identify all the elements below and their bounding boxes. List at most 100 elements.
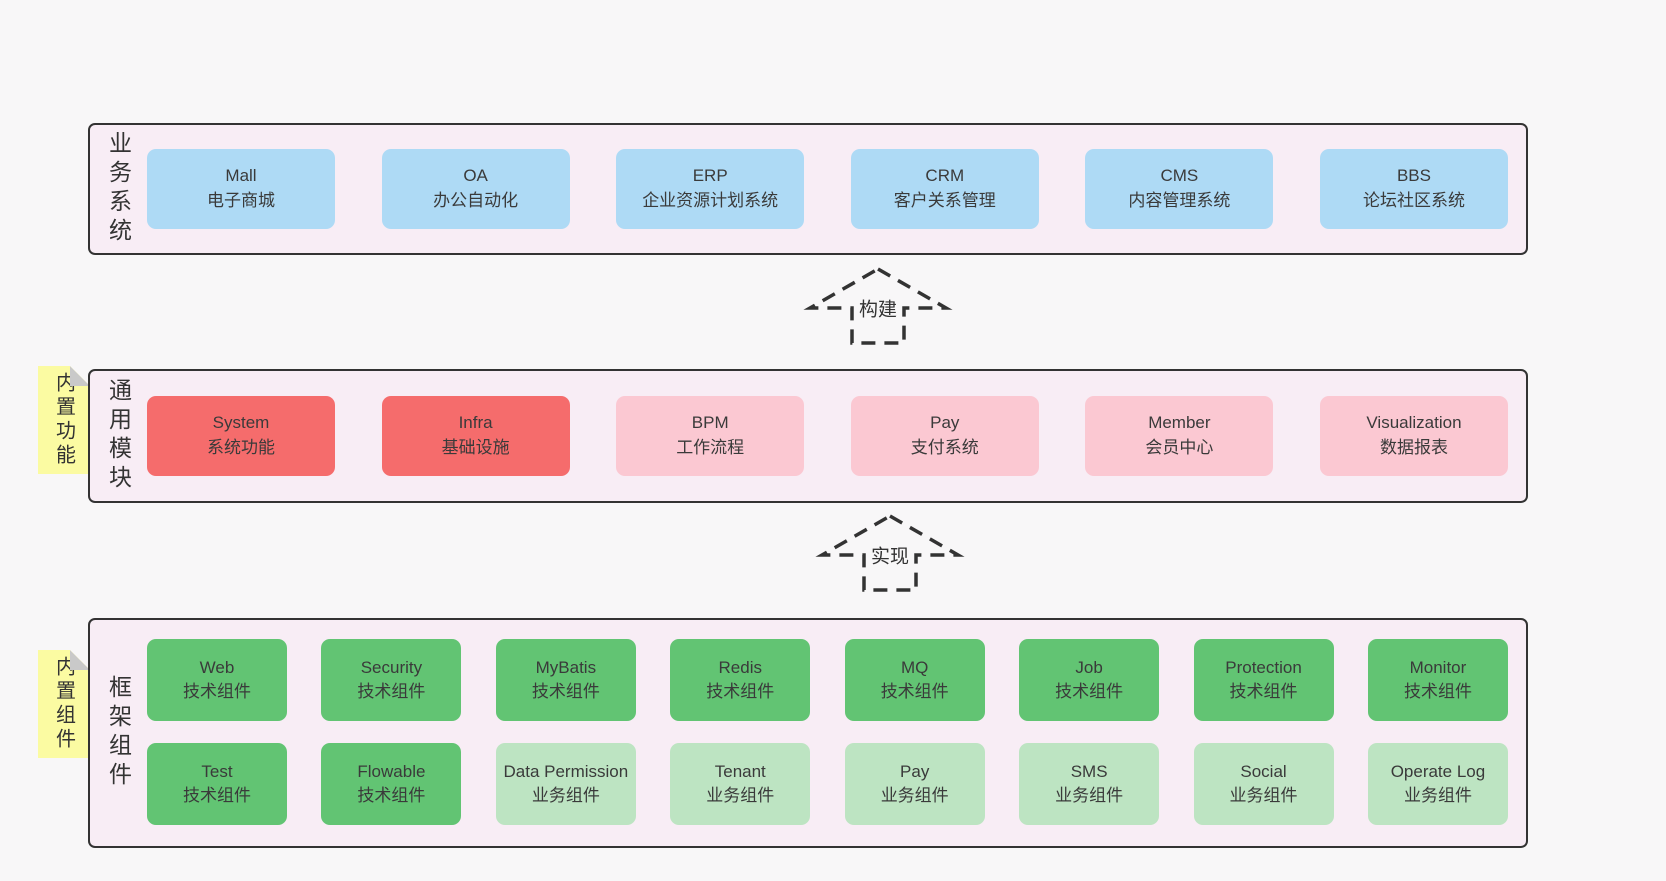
box-monitor: Monitor 技术组件 xyxy=(1367,639,1508,721)
box-web: Web 技术组件 xyxy=(147,639,287,721)
dashed-up-arrow-implement: 实现 xyxy=(815,513,965,593)
arrow-label-implement: 实现 xyxy=(865,539,915,571)
box-title: MQ xyxy=(900,658,929,678)
box-title: Social xyxy=(1240,762,1287,782)
box-subtitle: 技术组件 xyxy=(706,682,775,701)
box-oa: OA 办公自动化 xyxy=(381,149,570,229)
box-redis: Redis 技术组件 xyxy=(670,639,811,721)
up-arrow-icon xyxy=(803,266,953,345)
box-subtitle: 数据报表 xyxy=(1379,438,1448,457)
box-operate-log: Operate Log 业务组件 xyxy=(1367,743,1508,825)
folded-corner-icon xyxy=(70,366,90,386)
box-subtitle: 业务组件 xyxy=(706,786,775,805)
box-subtitle: 技术组件 xyxy=(1403,682,1472,701)
box-social: Social 业务组件 xyxy=(1193,743,1334,825)
box-subtitle: 基础设施 xyxy=(441,438,510,457)
box-subtitle: 技术组件 xyxy=(531,682,600,701)
box-title: System xyxy=(212,413,270,433)
box-title: Redis xyxy=(718,658,762,678)
box-title: Job xyxy=(1075,658,1103,678)
up-arrow-icon xyxy=(815,513,965,592)
box-flowable: Flowable 技术组件 xyxy=(321,743,462,825)
box-pay-module: Pay 支付系统 xyxy=(850,396,1039,476)
box-data-permission: Data Permission 业务组件 xyxy=(495,743,636,825)
box-subtitle: 电子商城 xyxy=(207,191,275,210)
dashed-up-arrow-build: 构建 xyxy=(803,266,953,346)
box-bpm: BPM 工作流程 xyxy=(616,396,805,476)
box-crm: CRM 客户关系管理 xyxy=(850,149,1039,229)
box-subtitle: 客户关系管理 xyxy=(893,191,996,210)
box-cms: CMS 内容管理系统 xyxy=(1085,149,1274,229)
box-title: ERP xyxy=(692,166,728,186)
box-title: Tenant xyxy=(714,762,766,782)
box-title: Monitor xyxy=(1409,658,1467,678)
arrow-label-build: 构建 xyxy=(853,292,903,324)
box-subtitle: 技术组件 xyxy=(183,682,251,701)
box-title: CMS xyxy=(1160,166,1199,186)
box-bbs: BBS 论坛社区系统 xyxy=(1319,149,1508,229)
box-test: Test 技术组件 xyxy=(147,743,287,825)
box-title: Pay xyxy=(900,762,930,782)
box-subtitle: 企业资源计划系统 xyxy=(642,191,779,210)
box-title: Data Permission xyxy=(503,762,629,782)
box-title: Mall xyxy=(225,166,257,186)
sticky-note-label: 内置组件 xyxy=(52,656,75,752)
box-job: Job 技术组件 xyxy=(1019,639,1160,721)
box-subtitle: 技术组件 xyxy=(1229,682,1298,701)
section-label-business-systems: 业务系统 xyxy=(105,131,132,247)
sticky-note-built-in-features: 内置功能 xyxy=(38,366,90,474)
framework-row-1: Web 技术组件 Security 技术组件 MyBatis 技术组件 Redi… xyxy=(147,639,1508,721)
box-title: Member xyxy=(1148,413,1211,433)
box-subtitle: 工作流程 xyxy=(676,438,745,457)
box-title: Security xyxy=(360,658,423,678)
box-subtitle: 业务组件 xyxy=(531,786,600,805)
box-subtitle: 技术组件 xyxy=(1055,682,1124,701)
box-protection: Protection 技术组件 xyxy=(1193,639,1334,721)
section-common-modules: 通用模块 System 系统功能 Infra 基础设施 BPM 工作流程 Pay… xyxy=(88,369,1528,503)
box-title: BBS xyxy=(1396,166,1431,186)
box-system: System 系统功能 xyxy=(147,396,335,476)
box-title: Protection xyxy=(1225,658,1302,678)
box-title: Flowable xyxy=(357,762,426,782)
box-subtitle: 技术组件 xyxy=(357,786,426,805)
box-subtitle: 业务组件 xyxy=(1055,786,1124,805)
sticky-note-label: 内置功能 xyxy=(52,372,75,468)
box-title: SMS xyxy=(1070,762,1108,782)
box-subtitle: 技术组件 xyxy=(357,682,426,701)
box-subtitle: 办公自动化 xyxy=(433,191,519,210)
section-business-systems: 业务系统 Mall 电子商城 OA 办公自动化 ERP 企业资源计划系统 CRM… xyxy=(88,123,1528,255)
folded-corner-icon xyxy=(70,650,90,670)
box-mybatis: MyBatis 技术组件 xyxy=(495,639,636,721)
framework-row-2: Test 技术组件 Flowable 技术组件 Data Permission … xyxy=(147,743,1508,825)
box-visualization: Visualization 数据报表 xyxy=(1319,396,1508,476)
box-title: BPM xyxy=(691,413,729,433)
box-pay-component: Pay 业务组件 xyxy=(844,743,985,825)
box-title: Test xyxy=(201,762,233,782)
box-subtitle: 业务组件 xyxy=(880,786,949,805)
box-subtitle: 业务组件 xyxy=(1403,786,1472,805)
box-title: MyBatis xyxy=(535,658,597,678)
section-label-framework-components: 框架组件 xyxy=(105,675,132,791)
box-subtitle: 会员中心 xyxy=(1145,438,1214,457)
box-title: Pay xyxy=(930,413,960,433)
box-security: Security 技术组件 xyxy=(321,639,462,721)
box-member: Member 会员中心 xyxy=(1085,396,1274,476)
box-title: Web xyxy=(199,658,235,678)
box-subtitle: 内容管理系统 xyxy=(1128,191,1231,210)
box-subtitle: 技术组件 xyxy=(880,682,949,701)
box-title: CRM xyxy=(925,166,965,186)
section-label-common-modules: 通用模块 xyxy=(105,378,132,494)
box-subtitle: 技术组件 xyxy=(183,786,251,805)
box-mq: MQ 技术组件 xyxy=(844,639,985,721)
box-subtitle: 系统功能 xyxy=(207,438,275,457)
box-title: Visualization xyxy=(1366,413,1462,433)
section-framework-components: 框架组件 Web 技术组件 Security 技术组件 MyBatis 技术组件… xyxy=(88,618,1528,848)
business-systems-row: Mall 电子商城 OA 办公自动化 ERP 企业资源计划系统 CRM 客户关系… xyxy=(147,149,1508,229)
box-subtitle: 支付系统 xyxy=(910,438,979,457)
box-title: Infra xyxy=(458,413,493,433)
box-subtitle: 论坛社区系统 xyxy=(1362,191,1465,210)
sticky-note-built-in-components: 内置组件 xyxy=(38,650,90,758)
box-sms: SMS 业务组件 xyxy=(1019,743,1160,825)
box-title: OA xyxy=(463,166,488,186)
